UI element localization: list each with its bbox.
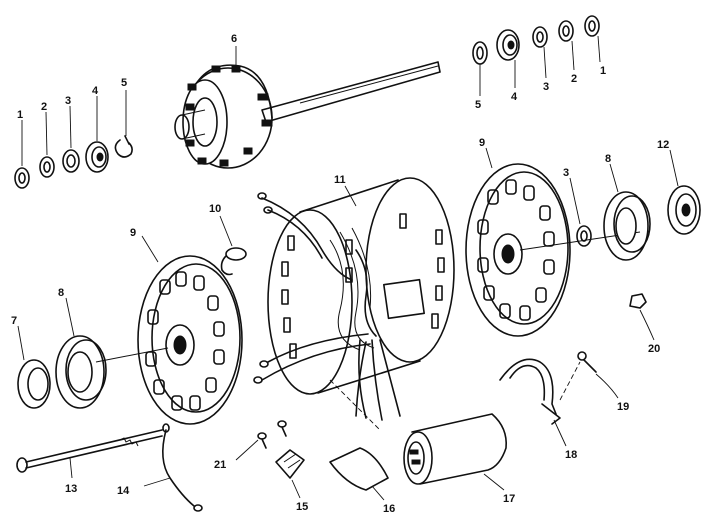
callout-label: 16	[383, 503, 395, 515]
bearing-4-right	[496, 29, 520, 61]
callout-label: 2	[41, 101, 47, 113]
callout-label: 21	[214, 459, 226, 471]
washer-2-right	[558, 20, 574, 42]
washer-1-right	[584, 15, 600, 37]
callout-label: 1	[17, 109, 23, 121]
bearing-housing-8-right	[603, 191, 651, 261]
nut-20	[629, 293, 647, 309]
callout-label: 18	[565, 449, 577, 461]
washer-2-left	[39, 156, 55, 178]
callout-label: 5	[121, 77, 127, 89]
callout-label: 10	[209, 203, 221, 215]
end-shield-9-right	[465, 163, 641, 337]
callout-label: 11	[334, 174, 346, 186]
callout-label: 6	[231, 33, 237, 45]
callout-label: 2	[571, 73, 577, 85]
callout-label: 4	[92, 85, 99, 97]
clip-5-left	[114, 135, 133, 158]
callout-label: 15	[296, 501, 308, 513]
bearing-housing-8-left	[55, 335, 107, 409]
capacitor-17	[403, 413, 508, 485]
callout-label: 3	[65, 95, 71, 107]
lead-wires	[253, 192, 401, 431]
cable-clip-10	[220, 247, 247, 276]
washer-1-left	[14, 167, 30, 189]
callout-label: 4	[511, 91, 518, 103]
callout-label: 17	[503, 493, 515, 505]
through-bolt-13	[16, 429, 163, 473]
callout-label: 14	[117, 485, 130, 497]
clip-5-right	[472, 41, 488, 65]
callout-label: 3	[543, 81, 549, 93]
callout-label: 9	[130, 227, 136, 239]
callout-label: 8	[605, 153, 611, 165]
callout-label: 8	[58, 287, 64, 299]
callout-label: 7	[11, 315, 17, 327]
screw-19	[577, 351, 597, 373]
dust-cap-7	[17, 359, 51, 409]
bearing-4-left	[85, 141, 109, 173]
washer-3-left	[62, 149, 80, 173]
callout-label: 12	[657, 139, 669, 151]
terminal-board-15	[275, 449, 305, 479]
capacitor-bracket-18	[499, 358, 561, 425]
callout-label: 13	[65, 483, 77, 495]
capacitor-cover-16	[329, 447, 389, 491]
ground-wire-14	[162, 423, 203, 512]
stator-housing-11	[267, 177, 455, 395]
screws-21	[257, 420, 287, 449]
washer-3-center	[576, 225, 592, 247]
callout-label: 3	[563, 167, 569, 179]
callout-label: 1	[600, 65, 606, 77]
callout-label: 5	[475, 99, 481, 111]
rotor-6	[174, 61, 441, 169]
end-cap-12	[667, 185, 701, 235]
callout-label: 20	[648, 343, 660, 355]
end-shield-9-left	[95, 255, 243, 425]
callout-label: 19	[617, 401, 629, 413]
washer-3-right	[532, 26, 548, 48]
callout-label: 9	[479, 137, 485, 149]
